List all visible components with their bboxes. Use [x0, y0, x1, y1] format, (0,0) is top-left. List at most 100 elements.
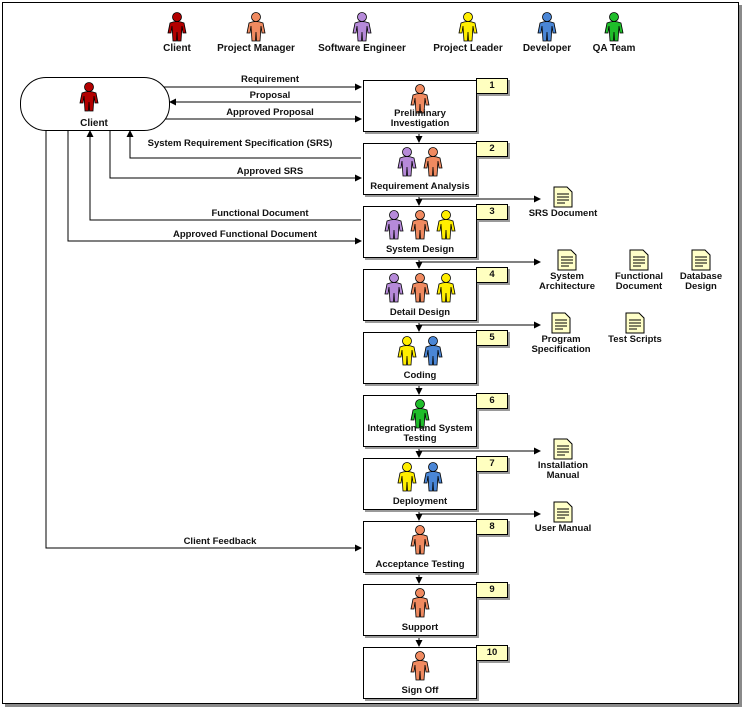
stage-label: Deployment [392, 496, 448, 507]
doc-database-design: Database Design [666, 249, 736, 292]
person-icon [410, 525, 430, 555]
legend-label: QA Team [592, 43, 636, 54]
person-icon [410, 273, 430, 303]
doc-label: Test Scripts [608, 334, 662, 345]
doc-label: System Architecture [539, 271, 595, 292]
person-icon [458, 12, 478, 42]
stage-label: Integration and System Testing [367, 423, 473, 444]
doc-srs-document: SRS Document [528, 186, 598, 219]
doc-label: Functional Document [614, 271, 664, 292]
stage-box-6: Integration and System Testing [363, 395, 477, 447]
stage-label: Sign Off [401, 685, 439, 696]
flow-label-client-feedback: Client Feedback [183, 536, 257, 547]
stage-label: Requirement Analysis [370, 181, 470, 192]
flow-label-approved-srs: Approved SRS [236, 166, 304, 177]
flow-label-approved-proposal: Approved Proposal [226, 107, 314, 118]
legend-item-client: Client [122, 12, 232, 54]
person-icon [436, 273, 456, 303]
stage-roles [364, 462, 476, 492]
legend-item-developer: Developer [492, 12, 602, 54]
flow-label-functional-doc: Functional Document [211, 208, 309, 219]
stage-roles [364, 336, 476, 366]
flow-label-proposal: Proposal [249, 90, 291, 101]
legend-label: Software Engineer [318, 43, 406, 54]
stage-number: 4 [476, 267, 508, 283]
doc-system-architecture: System Architecture [532, 249, 602, 292]
person-icon [423, 336, 443, 366]
doc-test-scripts: Test Scripts [600, 312, 670, 345]
stage-roles [364, 525, 476, 555]
stage-roles [364, 273, 476, 303]
stage-box-9: Support [363, 584, 477, 636]
flow-arrow-approved-srs [109, 129, 362, 182]
stage-label: Detail Design [389, 307, 451, 318]
flow-label-requirement: Requirement [240, 74, 300, 85]
person-icon [410, 651, 430, 681]
stage-number: 1 [476, 78, 508, 94]
stage-label: Support [401, 622, 439, 633]
document-icon [557, 249, 577, 271]
stage-box-8: Acceptance Testing [363, 521, 477, 573]
doc-label: Installation Manual [537, 460, 589, 481]
stage-number: 9 [476, 582, 508, 598]
person-icon [410, 399, 430, 429]
stage-box-5: Coding [363, 332, 477, 384]
doc-label: User Manual [534, 523, 592, 534]
person-icon [410, 84, 430, 114]
person-icon [167, 12, 187, 42]
document-icon [691, 249, 711, 271]
document-icon [553, 438, 573, 460]
legend-item-software-engineer: Software Engineer [307, 12, 417, 54]
legend-item-qa-team: QA Team [559, 12, 669, 54]
person-icon [384, 273, 404, 303]
stage-roles [364, 147, 476, 177]
stage-roles [364, 210, 476, 240]
person-icon [423, 147, 443, 177]
stage-roles [364, 399, 476, 429]
stage-number: 2 [476, 141, 508, 157]
person-icon [410, 210, 430, 240]
stage-number: 8 [476, 519, 508, 535]
flow-arrow-client-feedback [45, 129, 362, 552]
stage-roles [364, 651, 476, 681]
stage-label: Preliminary Investigation [390, 108, 450, 129]
client-label: Client [80, 118, 108, 129]
flow-arrow-approved-functional-doc [67, 129, 362, 245]
stage-number: 6 [476, 393, 508, 409]
stage-number: 7 [476, 456, 508, 472]
document-icon [629, 249, 649, 271]
stage-box-7: Deployment [363, 458, 477, 510]
stage-number: 5 [476, 330, 508, 346]
stage-box-4: Detail Design [363, 269, 477, 321]
person-icon [384, 210, 404, 240]
doc-functional-document: Functional Document [604, 249, 674, 292]
stage-roles [364, 588, 476, 618]
stage-box-3: System Design [363, 206, 477, 258]
person-icon [537, 12, 557, 42]
person-icon [604, 12, 624, 42]
doc-label: Database Design [679, 271, 723, 292]
legend-label: Client [163, 43, 191, 54]
person-icon [246, 12, 266, 42]
document-icon [551, 312, 571, 334]
legend-item-project-leader: Project Leader [413, 12, 523, 54]
stage-label: Coding [403, 370, 437, 381]
person-icon [79, 82, 99, 112]
person-icon [410, 588, 430, 618]
person-icon [397, 147, 417, 177]
stage-box-2: Requirement Analysis [363, 143, 477, 195]
legend-label: Developer [522, 43, 572, 54]
person-icon [397, 462, 417, 492]
flow-arrow-functional-doc [86, 130, 361, 221]
stage-label: Acceptance Testing [375, 559, 465, 570]
document-icon [553, 186, 573, 208]
stage-box-1: Preliminary Investigation [363, 80, 477, 132]
doc-user-manual: User Manual [528, 501, 598, 534]
client-node [20, 77, 170, 131]
doc-installation-manual: Installation Manual [528, 438, 598, 481]
stage-number: 3 [476, 204, 508, 220]
doc-label: SRS Document [528, 208, 598, 219]
person-icon [436, 210, 456, 240]
